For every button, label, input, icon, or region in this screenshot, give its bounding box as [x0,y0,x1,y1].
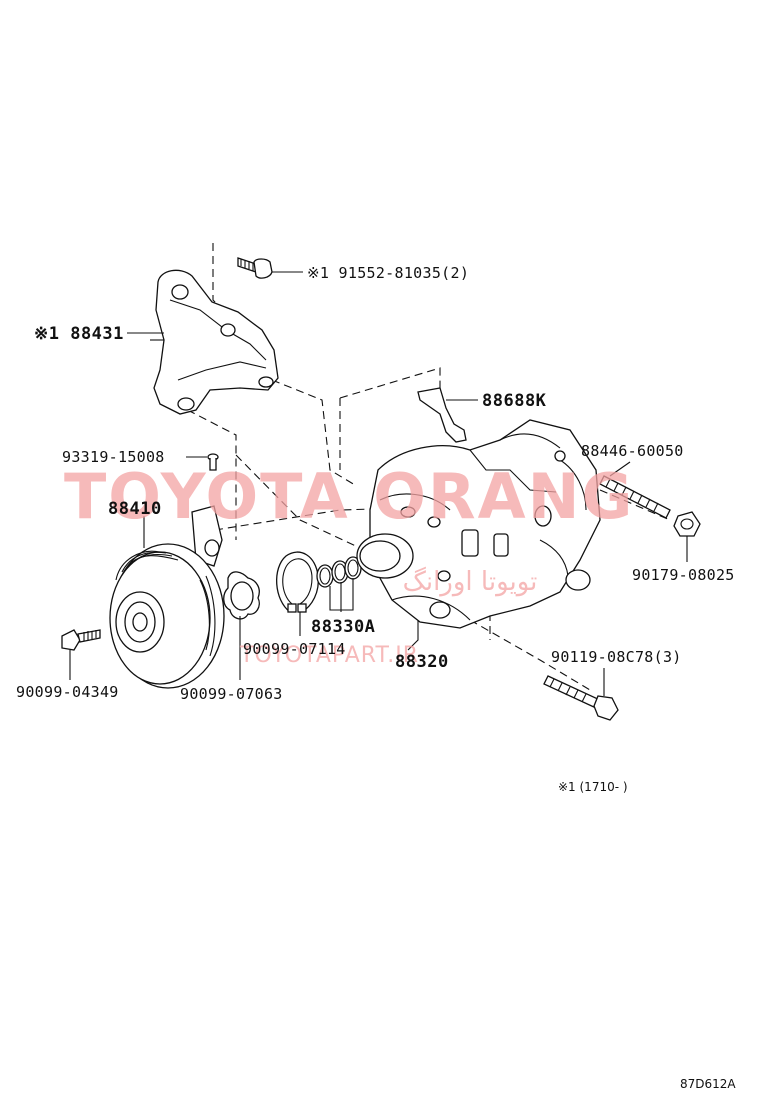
clutch-pulley-part [109,505,225,689]
snap-ring-part [275,551,319,636]
compressor-part [356,419,601,651]
label-snap-ring: 90099-07114 [243,640,346,658]
bolt-left-part [61,629,101,680]
bracket-part [127,269,279,415]
orings-part [316,556,362,612]
pin-part [186,453,219,471]
label-stud: 88446-60050 [581,442,684,460]
nut-part [673,511,701,562]
watermark-site: TOYOTAPART.IR [239,643,419,668]
label-bolt-top: ※1 91552-81035(2) [307,264,469,282]
bolt-top-part [237,257,303,279]
sticker-part [417,387,478,443]
label-sticker: 88688K [482,391,547,411]
label-bracket: ※1 88431 [34,324,124,344]
label-bolt-right: 90119-08C78(3) [551,648,682,666]
label-clutch: 88410 [108,499,162,519]
label-shim: 90099-07063 [180,685,283,703]
footnote: ※1 (1710- ) [558,780,628,794]
label-orings: 88330A [311,617,375,637]
shim-part [223,571,260,680]
watermark-main: TOYOTA ORANG [64,460,634,533]
label-bolt-left: 90099-04349 [16,683,119,701]
label-compressor: 88320 [395,652,449,672]
label-pin: 93319-15008 [62,448,165,466]
watermark-persian: تویوتا اورانگ [403,566,538,597]
stud-part [599,461,671,519]
diagram-code: 87D612A [680,1077,736,1091]
bolt-right-part [543,668,619,721]
part-labels: ※1 91552-81035(2) ※1 88431 93319-15008 8… [16,264,735,703]
label-nut: 90179-08025 [632,566,735,584]
watermark: TOYOTA ORANG تویوتا اورانگ TOYOTAPART.IR [64,460,634,668]
